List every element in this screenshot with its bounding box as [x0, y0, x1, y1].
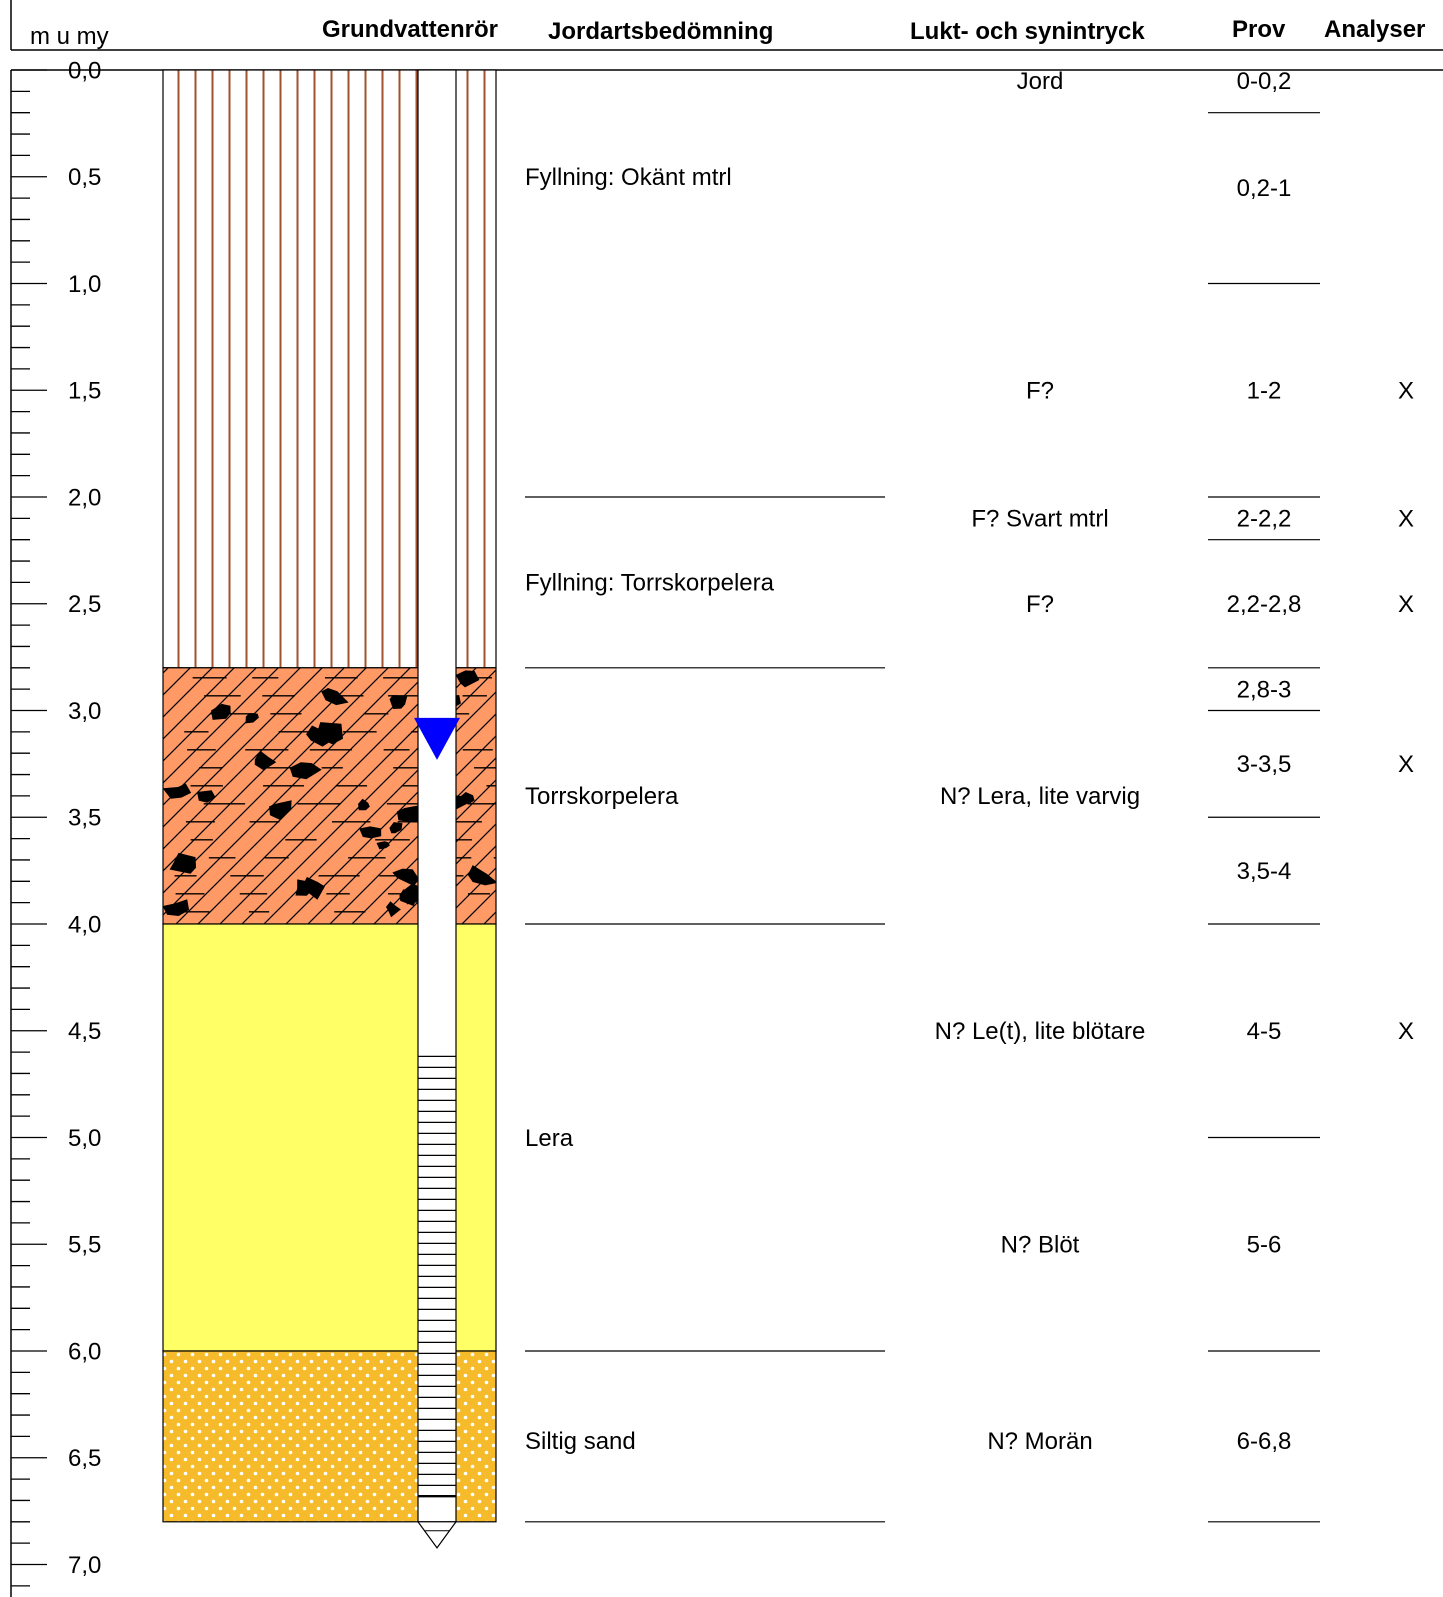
analysis-mark: X [1398, 506, 1414, 533]
depth-label: 1,5 [68, 378, 101, 405]
sample-label: 3-3,5 [1237, 751, 1292, 778]
well-tip [416, 1521, 458, 1549]
soil-description: Lera [525, 1125, 574, 1152]
crust-fragment [358, 798, 370, 811]
crust-fragment [169, 852, 197, 874]
crust-fragment [269, 800, 292, 820]
observation-text: F? [1026, 378, 1054, 405]
sample-label: 2-2,2 [1237, 506, 1292, 533]
sample-label: 4-5 [1247, 1018, 1282, 1045]
groundwater-level-marker [414, 717, 460, 760]
analysis-column: X X X X X [1398, 378, 1414, 1046]
soil-description: Fyllning: Okänt mtrl [525, 164, 732, 191]
observation-text: N? Blöt [1001, 1232, 1080, 1259]
sample-label: 0,2-1 [1237, 175, 1292, 202]
sample-label: 2,2-2,8 [1227, 591, 1302, 618]
analysis-mark: X [1398, 378, 1414, 405]
crust-fragment [321, 688, 349, 706]
depth-label: 7,0 [68, 1552, 101, 1579]
sample-column: 0-0,2 0,2-1 1-2 2-2,2 2,2-2,8 2,8-3 3-3,5 3,5-4… [1208, 68, 1320, 1523]
header-well: Grundvattenrör [322, 16, 498, 43]
header-row: m u my Grundvattenrör Jordartsbedömning … [10, 0, 1443, 71]
crust-fragment [455, 670, 480, 688]
header-soil: Jordartsbedömning [548, 18, 773, 45]
crust-fragment [289, 762, 322, 780]
header-smell: Lukt- och synintryck [910, 18, 1145, 45]
crust-fragment [399, 889, 420, 906]
depth-label: 0,0 [68, 57, 101, 84]
dry-crust-texture [163, 670, 496, 918]
sample-label: 0-0,2 [1237, 68, 1292, 95]
observation-text: F? Svart mtrl [971, 506, 1108, 533]
soil-description: Fyllning: Torrskorpelera [525, 570, 775, 597]
depth-label: 0,5 [68, 164, 101, 191]
crust-fragment [254, 750, 277, 771]
depth-label: 2,5 [68, 591, 101, 618]
crust-fragment [389, 695, 408, 709]
groundwater-pipe [414, 69, 460, 1549]
crust-fragment [386, 901, 401, 918]
observation-text: N? Morän [987, 1428, 1092, 1455]
crust-fragment [389, 822, 403, 834]
header-analysis: Analyser [1324, 16, 1425, 43]
depth-label: 3,5 [68, 805, 101, 832]
depth-label: 3,0 [68, 698, 101, 725]
depth-label: 5,0 [68, 1125, 101, 1152]
observation-text: N? Lera, lite varvig [940, 783, 1140, 810]
well-pipe-body [417, 69, 457, 1523]
analysis-mark: X [1398, 1018, 1414, 1045]
sample-label: 1-2 [1247, 378, 1282, 405]
analysis-mark: X [1398, 591, 1414, 618]
crust-fragment [163, 783, 192, 799]
crust-fragment [359, 826, 382, 839]
soil-description: Siltig sand [525, 1428, 636, 1455]
depth-label: 5,5 [68, 1232, 101, 1259]
crust-fragment [245, 713, 259, 724]
depth-label: 1,0 [68, 271, 101, 298]
analysis-mark: X [1398, 751, 1414, 778]
crust-fragment [211, 703, 231, 720]
depth-label: 6,0 [68, 1338, 101, 1365]
observation-text: F? [1026, 591, 1054, 618]
header-depth-unit: m u my [30, 23, 109, 50]
crust-fragment [163, 899, 190, 916]
crust-fragment [396, 805, 424, 823]
depth-label: 2,0 [68, 484, 101, 511]
soil-column [162, 69, 497, 1523]
crust-fragment [392, 868, 420, 886]
sample-label: 2,8-3 [1237, 676, 1292, 703]
sample-label: 6-6,8 [1237, 1428, 1292, 1455]
sample-label: 5-6 [1247, 1232, 1282, 1259]
depth-label: 4,0 [68, 911, 101, 938]
crust-fragment [467, 865, 496, 886]
depth-axis: 0,0 0,5 1,0 1,5 2,0 2,5 3,0 3,5 4,0 4,5 5,0 5,5 6,0 6… [10, 57, 101, 1597]
observation-text: N? Le(t), lite blötare [935, 1018, 1146, 1045]
crust-fragment [460, 792, 475, 804]
crust-fragment [376, 841, 390, 850]
crust-fragment [306, 725, 335, 747]
depth-label: 6,5 [68, 1445, 101, 1472]
crust-fragment [197, 790, 216, 803]
depth-label: 4,5 [68, 1018, 101, 1045]
observation-text: Jord [1017, 68, 1064, 95]
crust-fragment [295, 879, 314, 896]
soil-description: Torrskorpelera [525, 783, 679, 810]
header-sample: Prov [1232, 16, 1286, 43]
sample-label: 3,5-4 [1237, 858, 1292, 885]
